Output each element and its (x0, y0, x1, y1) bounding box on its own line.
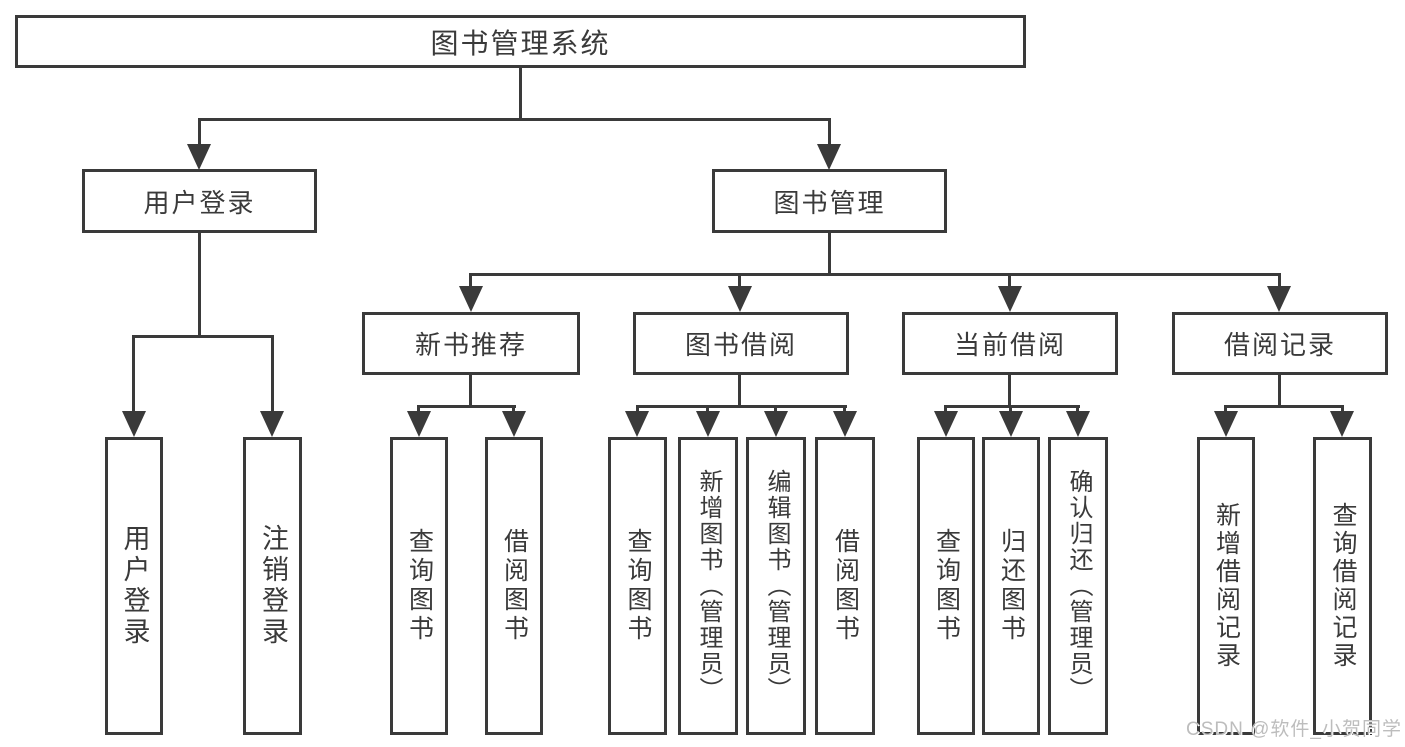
arrowhead-leaf (999, 411, 1023, 437)
connector-level1-bus (198, 118, 831, 121)
connector-to-new-book-recommend (469, 273, 472, 289)
arrowhead-leaf (1066, 411, 1090, 437)
leaf-label: 查询图书 (932, 528, 961, 644)
arrowhead-leaf (625, 411, 649, 437)
arrowhead-leaf (1330, 411, 1354, 437)
connector-root-stem (519, 68, 522, 121)
node-borrow-record: 借阅记录 (1172, 312, 1388, 375)
node-label: 图书借阅 (684, 330, 797, 360)
node-user-login: 用户登录 (82, 169, 317, 233)
connector-leaf (944, 405, 947, 415)
leaf-label: 查询图书 (624, 528, 652, 644)
arrowhead-leaf (934, 411, 958, 437)
arrowhead-leaf (407, 411, 431, 437)
connector-to-user-login (198, 118, 201, 146)
connector-leaf (1341, 405, 1344, 415)
leaf-label: 查询借阅记录 (1329, 502, 1357, 670)
leaf-label: 借阅图书 (831, 528, 860, 644)
connector-to-book-borrow (738, 273, 741, 289)
node-label: 图书管理系统 (430, 27, 611, 59)
leaf-label: 查询图书 (405, 528, 434, 644)
node-label: 用户登录 (143, 187, 256, 218)
arrowhead-leaf-login (122, 411, 146, 437)
leaf-record-query-borrow-record: 查询借阅记录 (1313, 437, 1372, 735)
connector-level2-bus (469, 273, 1281, 276)
leaf-label: 确认归还（管理员） (1065, 469, 1092, 703)
arrowhead-leaf (833, 411, 857, 437)
connector-leaf (1076, 405, 1079, 415)
arrowhead-book-management (817, 144, 841, 170)
arrowhead-leaf (502, 411, 526, 437)
leaf-label: 新增图书（管理员） (695, 469, 722, 703)
connector-leaf (636, 405, 639, 415)
arrowhead-current-borrow (998, 286, 1022, 312)
arrowhead-user-login (187, 144, 211, 170)
leaf-current-return-book: 归还图书 (982, 437, 1040, 735)
leaf-label: 注销登录 (258, 524, 288, 648)
leaf-logout: 注销登录 (243, 437, 302, 735)
leaf-user-login: 用户登录 (105, 437, 163, 735)
connector-leaf (774, 405, 777, 415)
leaf-recommend-borrow-book: 借阅图书 (485, 437, 543, 735)
csdn-watermark: CSDN @软件_小贺同学 (1186, 719, 1402, 740)
connector-to-current-borrow (1008, 273, 1011, 289)
connector-leaf (1224, 405, 1227, 415)
connector-borrow-bus (636, 405, 847, 408)
arrowhead-borrow-record (1267, 286, 1291, 312)
node-label: 新书推荐 (414, 330, 527, 360)
arrowhead-leaf (696, 411, 720, 437)
connector-to-borrow-record (1278, 273, 1281, 289)
connector-current-bus (944, 405, 1080, 408)
connector-record-stem (1278, 375, 1281, 405)
connector-recommend-bus (417, 405, 516, 408)
leaf-recommend-query-book: 查询图书 (390, 437, 448, 735)
leaf-current-query-book: 查询图书 (917, 437, 975, 735)
connector-to-leaf-logout (271, 335, 274, 413)
leaf-label: 新增借阅记录 (1212, 502, 1241, 670)
leaf-label: 编辑图书（管理员） (763, 469, 790, 703)
arrowhead-leaf (1214, 411, 1238, 437)
leaf-label: 借阅图书 (500, 528, 529, 644)
connector-current-stem (1008, 375, 1011, 405)
leaf-label: 用户登录 (119, 524, 150, 648)
leaf-label: 归还图书 (997, 528, 1026, 644)
node-label: 当前借阅 (953, 330, 1066, 360)
leaf-borrow-edit-book-admin: 编辑图书（管理员） (746, 437, 806, 735)
node-book-borrow: 图书借阅 (633, 312, 849, 375)
arrowhead-leaf (764, 411, 788, 437)
connector-leaf (417, 405, 420, 415)
leaf-borrow-borrow-book: 借阅图书 (815, 437, 875, 735)
connector-to-book-management (828, 118, 831, 146)
connector-recommend-stem (469, 375, 472, 405)
leaf-record-add-borrow-record: 新增借阅记录 (1197, 437, 1255, 735)
arrowhead-leaf-logout (260, 411, 284, 437)
connector-borrow-stem (738, 375, 741, 405)
connector-leaf (1009, 405, 1012, 415)
leaf-current-confirm-return-admin: 确认归还（管理员） (1048, 437, 1108, 735)
connector-user-login-stem (198, 233, 201, 336)
connector-leaf (512, 405, 515, 415)
connector-leaf (706, 405, 709, 415)
node-new-book-recommend: 新书推荐 (362, 312, 580, 375)
connector-user-login-bus (132, 335, 274, 338)
node-current-borrow: 当前借阅 (902, 312, 1118, 375)
leaf-borrow-add-book-admin: 新增图书（管理员） (678, 437, 738, 735)
connector-to-leaf-login (132, 335, 135, 413)
arrowhead-book-borrow (728, 286, 752, 312)
node-label: 图书管理 (773, 187, 886, 218)
node-book-management: 图书管理 (712, 169, 947, 233)
connector-leaf (843, 405, 846, 415)
arrowhead-new-book-recommend (459, 286, 483, 312)
node-label: 借阅记录 (1223, 330, 1336, 360)
node-library-management-system: 图书管理系统 (15, 15, 1026, 68)
connector-record-bus (1224, 405, 1344, 408)
leaf-borrow-query-book: 查询图书 (608, 437, 667, 735)
connector-book-management-stem (828, 233, 831, 273)
